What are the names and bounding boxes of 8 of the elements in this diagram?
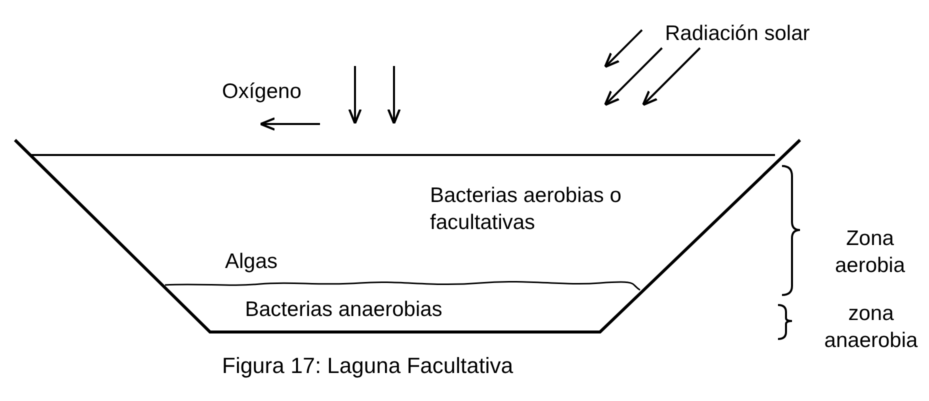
label-text: Bacterias aerobias o facultativas — [430, 183, 622, 236]
zone-label: Zona aerobia — [834, 226, 906, 280]
label-text: Bacterias anaerobias — [245, 297, 444, 323]
zone-label: zona anaerobia — [823, 301, 919, 354]
label-text: Radiación solar — [665, 21, 811, 47]
label-text: Algas — [225, 249, 279, 275]
label-text: Oxígeno — [222, 79, 302, 105]
figure-caption: Figura 17: Laguna Facultativa — [222, 352, 514, 380]
